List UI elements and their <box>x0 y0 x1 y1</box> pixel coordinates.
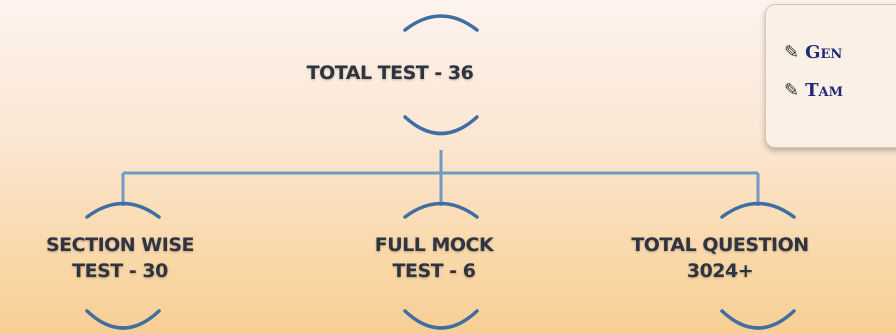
child-top-arc-2 <box>720 201 796 219</box>
root-node-text: TOTAL TEST - 36 <box>306 62 474 84</box>
section-wise-line1: SECTION WISE <box>46 234 195 256</box>
note-item-text: Tam <box>805 80 843 101</box>
info-note-box: ✎Gen ✎Tam <box>765 4 896 148</box>
section-wise-node-label: SECTION WISE TEST - 30 <box>0 232 240 284</box>
note-item: ✎Gen <box>784 42 842 63</box>
full-mock-line1: FULL MOCK <box>374 234 494 256</box>
total-question-line2: 3024+ <box>686 260 754 282</box>
root-node-label: TOTAL TEST - 36 <box>280 60 500 86</box>
child-top-arc-1 <box>403 201 479 219</box>
child-bottom-arc-0 <box>85 309 161 330</box>
child-bottom-arc-1 <box>403 309 479 330</box>
total-question-line1: TOTAL QUESTION <box>631 234 809 256</box>
child-bottom-arc-2 <box>720 309 796 330</box>
root-bottom-arc <box>403 115 479 136</box>
full-mock-node-label: FULL MOCK TEST - 6 <box>314 232 554 284</box>
pencil-icon: ✎ <box>784 42 800 63</box>
pencil-icon: ✎ <box>784 80 800 101</box>
note-item-text: Gen <box>805 42 843 63</box>
node-arcs <box>85 14 796 330</box>
total-question-node-label: TOTAL QUESTION 3024+ <box>600 232 840 284</box>
full-mock-line2: TEST - 6 <box>392 260 476 282</box>
note-item: ✎Tam <box>784 80 843 101</box>
root-top-arc <box>403 14 479 32</box>
child-top-arc-0 <box>85 201 161 219</box>
connector-lines <box>121 150 760 206</box>
section-wise-line2: TEST - 30 <box>72 260 168 282</box>
